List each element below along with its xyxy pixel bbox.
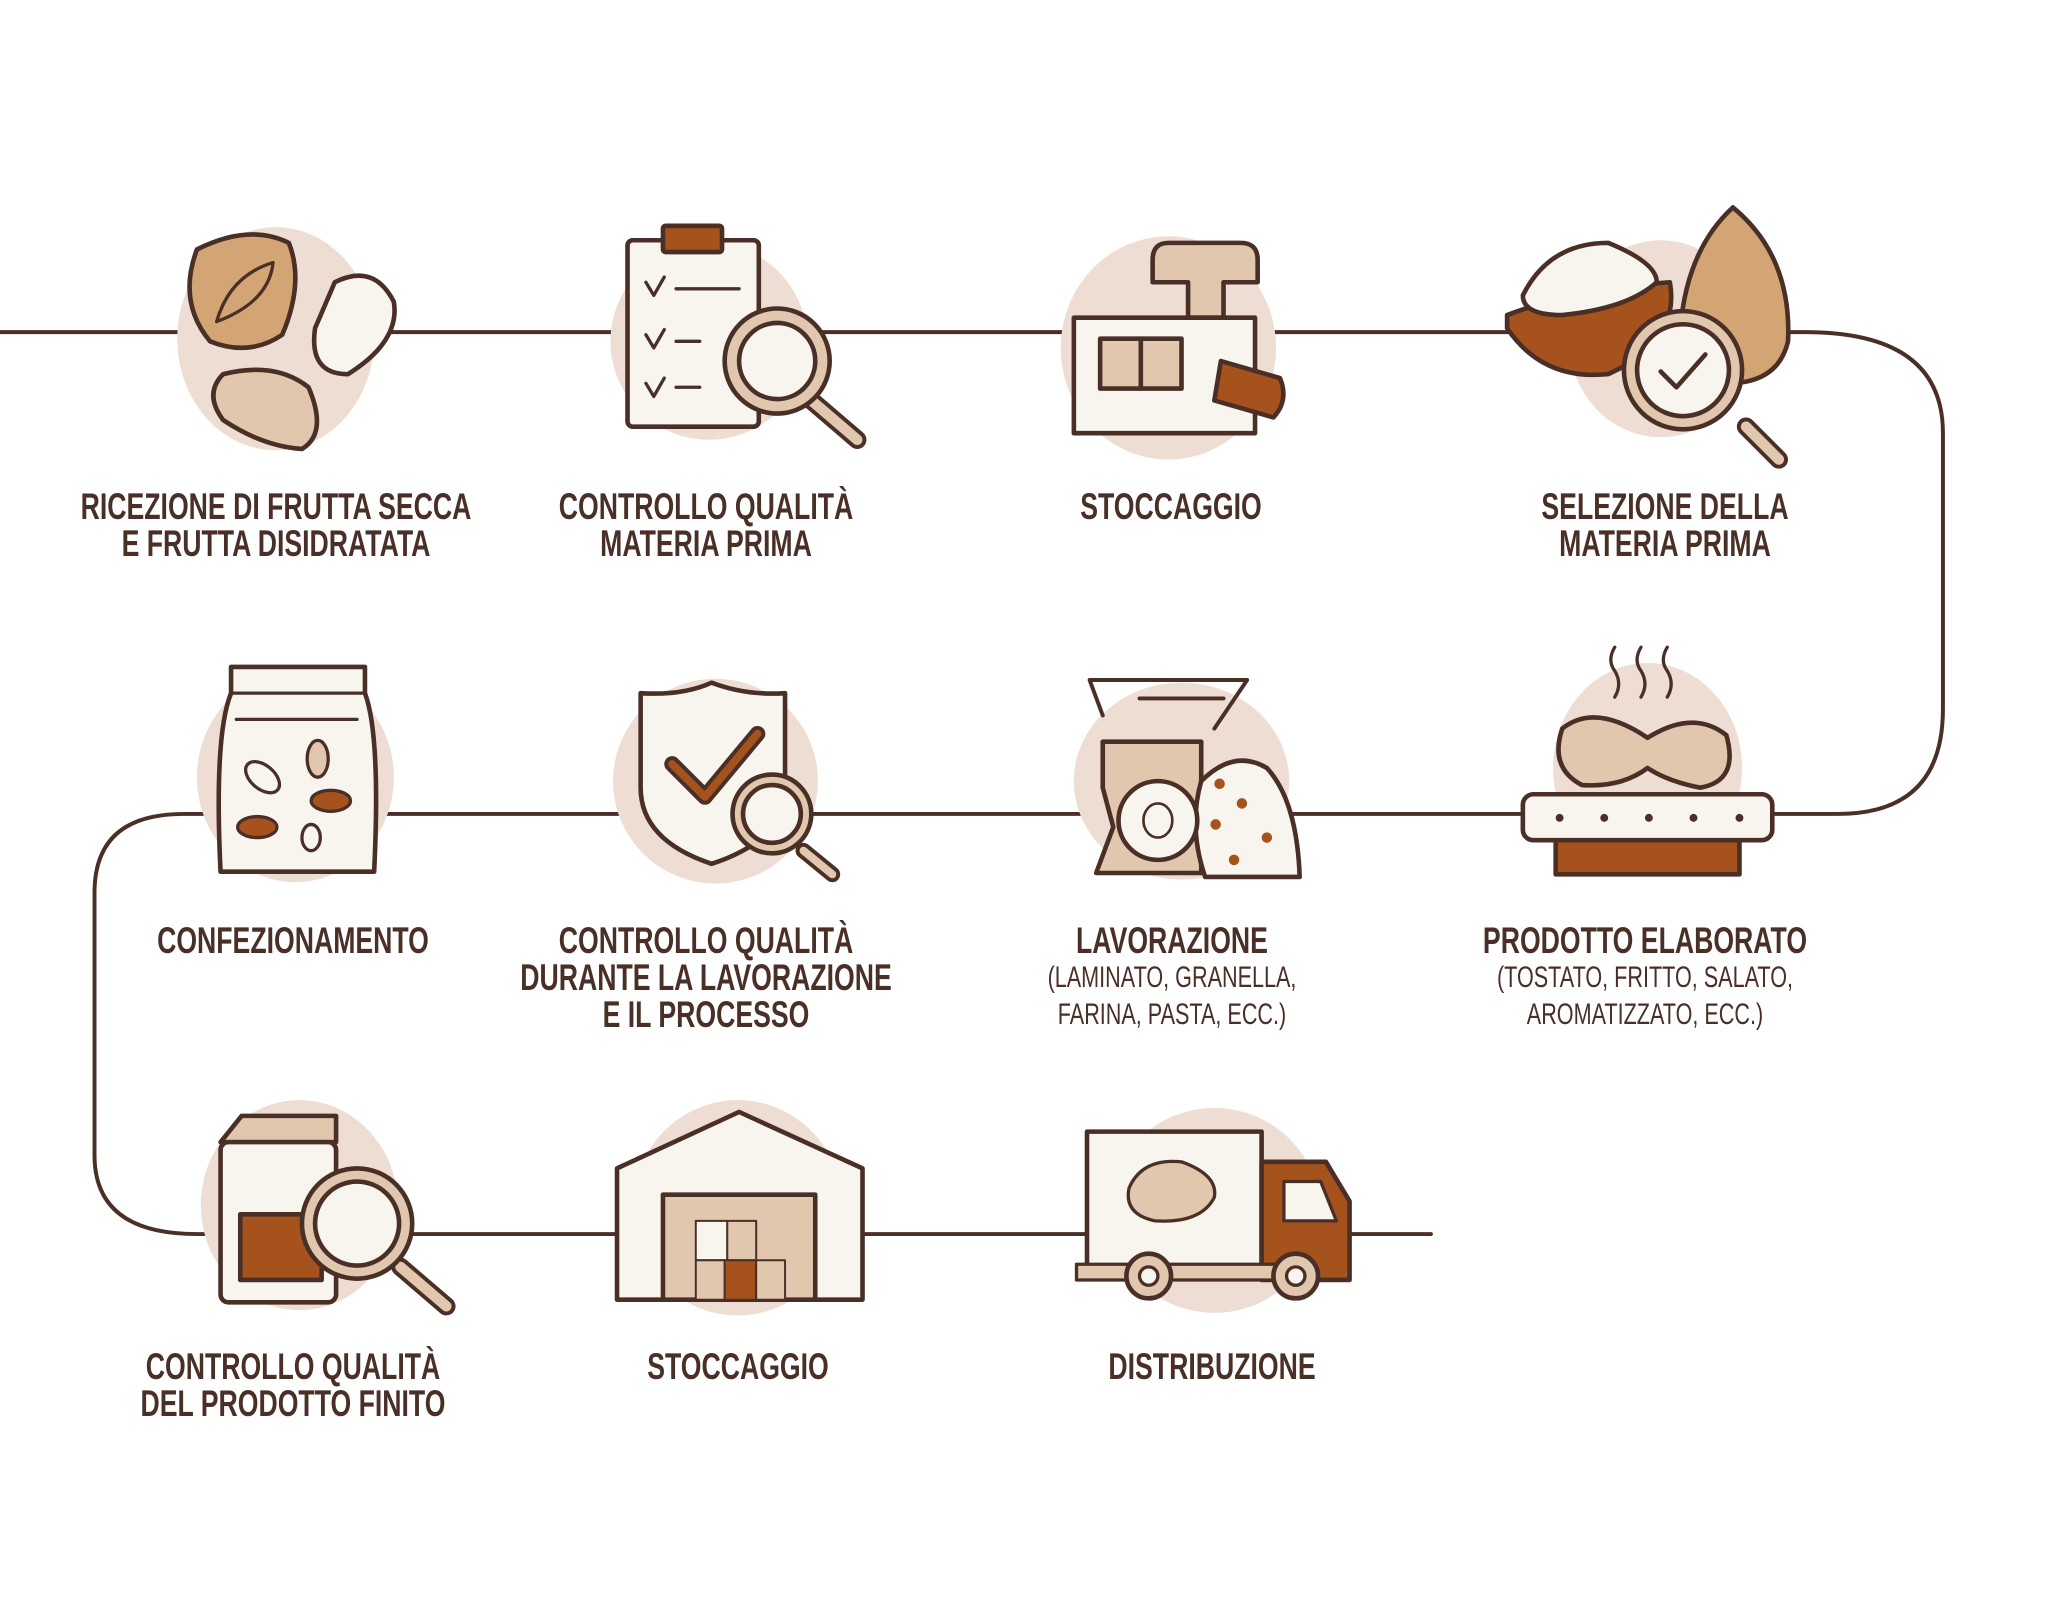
clipboard-magnifier-icon [610,223,867,449]
label-subtitle: AROMATIZZATO, ECC.) [1526,998,1764,1031]
label-line: CONTROLLO QUALITÀ [145,1346,441,1387]
label-line: DURANTE LA LAVORAZIONE [520,957,892,998]
truck-icon [1074,1108,1352,1313]
step-label-warehouse-storage: STOCCAGGIO [522,1348,954,1385]
label-line: CONFEZIONAMENTO [157,920,429,961]
label-line: MATERIA PRIMA [600,523,812,564]
label-subtitle: (LAMINATO, GRANELLA, [1047,961,1297,994]
label-line: RICEZIONE DI FRUTTA SECCA [80,486,472,527]
box-magnifier-icon [200,1100,456,1316]
label-line: LAVORAZIONE [1076,920,1268,961]
label-line: CONTROLLO QUALITÀ [558,486,854,527]
label-line: DEL PRODOTTO FINITO [140,1383,446,1424]
label-line: PRODOTTO ELABORATO [1482,920,1808,961]
label-line: SELEZIONE DELLA [1541,486,1789,527]
grinder-icon [1073,678,1302,880]
nuts-icon [177,227,397,452]
roaster-icon [1520,645,1775,877]
label-line: MATERIA PRIMA [1559,523,1771,564]
silo-machine-icon [1060,236,1286,460]
label-line: DISTRIBUZIONE [1108,1346,1316,1387]
step-label-processed-product: PRODOTTO ELABORATO(TOSTATO, FRITTO, SALA… [1429,922,1861,1033]
step-label-distribution: DISTRIBUZIONE [996,1348,1428,1385]
label-subtitle: (TOSTATO, FRITTO, SALATO, [1496,961,1794,994]
step-label-processing: LAVORAZIONE(LAMINATO, GRANELLA, FARINA, P… [956,922,1388,1033]
step-label-storage: STOCCAGGIO [955,488,1387,525]
shield-check-icon [613,678,841,884]
step-label-packaging: CONFEZIONAMENTO [77,922,509,959]
label-line: CONTROLLO QUALITÀ [558,920,854,961]
warehouse-icon [614,1100,865,1316]
label-line: STOCCAGGIO [647,1346,829,1387]
label-line: E IL PROCESSO [602,994,810,1035]
flow-line [0,330,1945,1237]
selection-check-icon [1504,205,1791,469]
label-subtitle: FARINA, PASTA, ECC.) [1057,998,1287,1031]
label-line: E FRUTTA DISIDRATATA [121,523,431,564]
package-bag-icon [196,664,394,883]
label-line: STOCCAGGIO [1080,486,1262,527]
